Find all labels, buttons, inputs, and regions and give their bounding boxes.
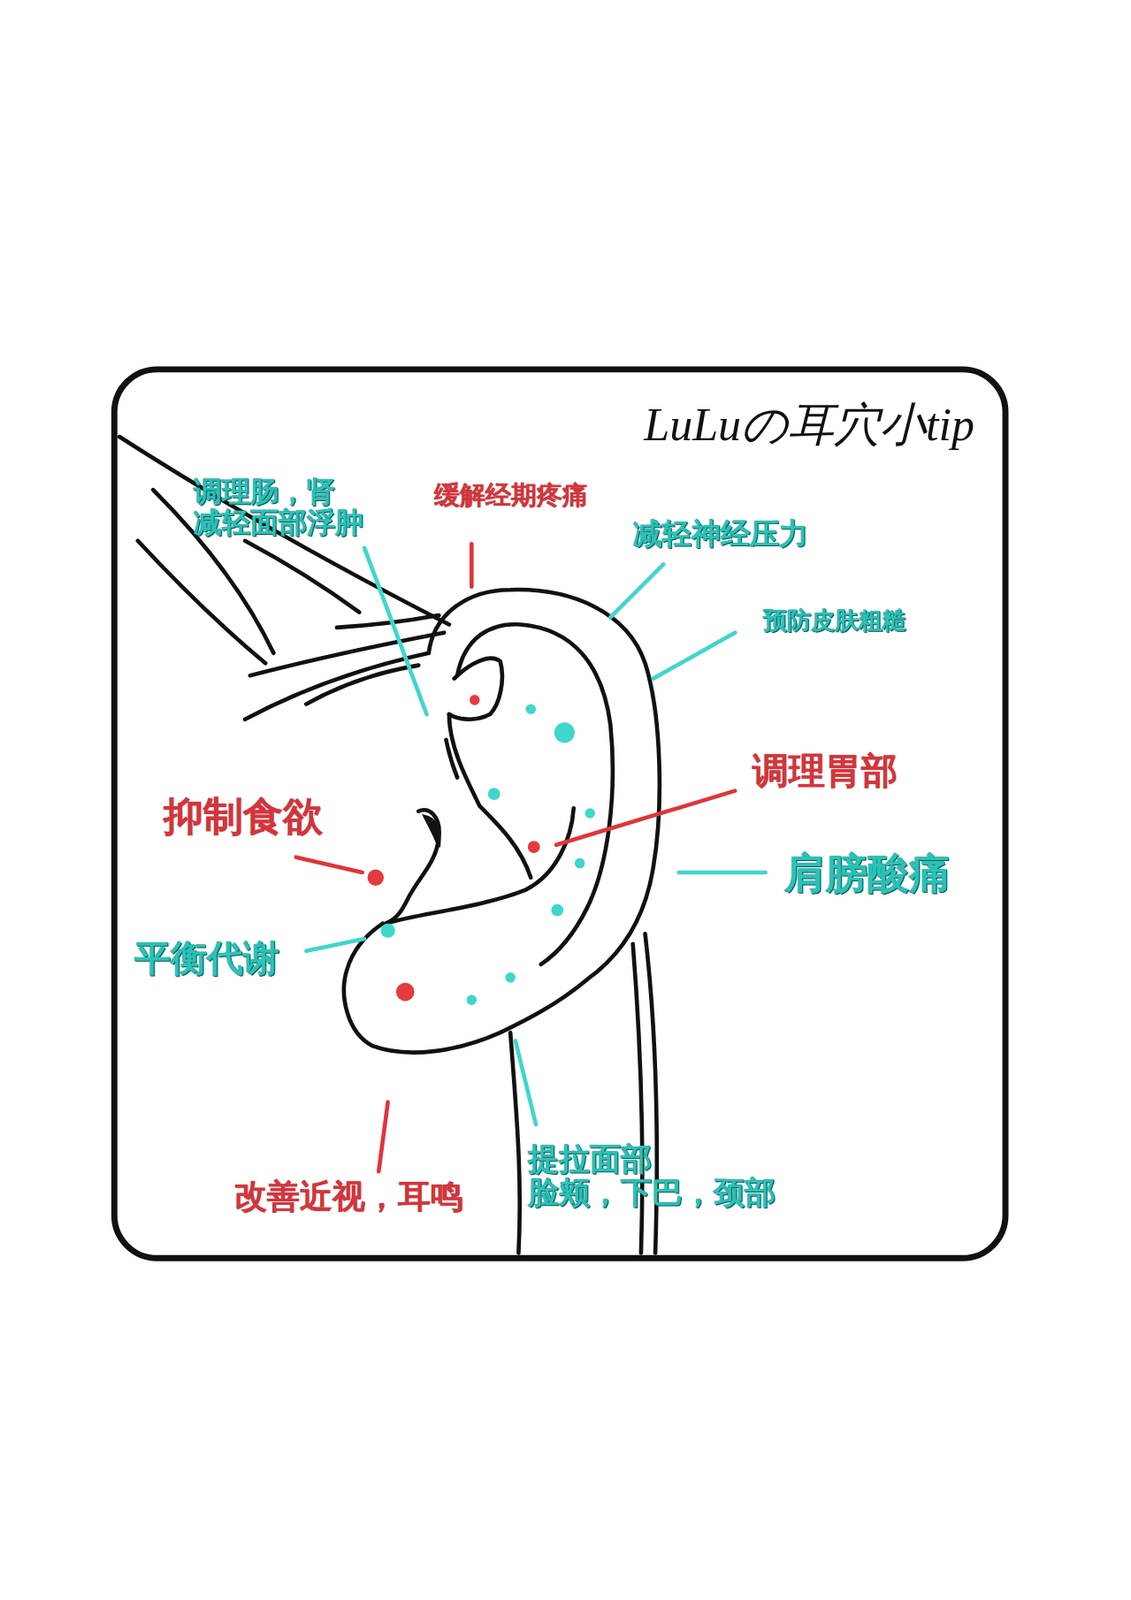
- antitragus: [385, 808, 574, 924]
- leader-line: [610, 564, 664, 618]
- acupoint-label: 肩膀酸痛: [784, 851, 951, 897]
- leader-line: [653, 633, 735, 680]
- hair-strand: [250, 633, 444, 676]
- hair-strand: [137, 541, 266, 665]
- acupoint-dot: [504, 972, 516, 984]
- acupoint-dot: [554, 722, 575, 743]
- acupoint-label: 调理肠，肾 减轻面部浮肿: [193, 476, 375, 538]
- leader-line: [679, 871, 766, 876]
- neck-line: [510, 1032, 520, 1254]
- hair-strand: [244, 541, 360, 613]
- leader-line: [364, 548, 427, 715]
- frame: [114, 369, 1006, 1259]
- tragus: [385, 810, 439, 924]
- acupoint-dot: [367, 869, 384, 886]
- acupoint-dot: [525, 703, 536, 715]
- acupoint-dot: [488, 787, 501, 801]
- acupoint-label: 调理胃部: [752, 751, 898, 791]
- leader-line: [378, 1102, 388, 1172]
- triangular-fossa: [449, 658, 503, 720]
- acupoint-dot: [466, 994, 478, 1006]
- hair-strand: [305, 665, 419, 705]
- leader-line: [296, 857, 363, 873]
- leader-line: [469, 543, 474, 587]
- hair-strand: [244, 653, 429, 720]
- hair-strand: [336, 615, 439, 628]
- antihelix: [449, 714, 531, 879]
- acupoint-label: 预防皮肤粗糙: [763, 607, 907, 634]
- acupoint-dot: [574, 858, 586, 870]
- acupoint-label: 平衡代谢: [134, 939, 280, 979]
- title: LuLuの耳穴小tip: [643, 399, 975, 451]
- acupoint-label: 缓解经期疼痛: [434, 481, 589, 510]
- acupoint-label: 改善近视，耳鸣: [234, 1179, 464, 1216]
- hair-strand: [119, 436, 450, 625]
- acupoint-dot: [584, 808, 596, 819]
- acupoint-label: 减轻神经压力: [633, 518, 809, 551]
- acupoint-dot: [469, 695, 481, 706]
- acupoint-dot: [396, 983, 415, 1002]
- acupoint-dot: [381, 924, 396, 939]
- ear-outline: [343, 589, 660, 1054]
- leader-line: [556, 791, 735, 846]
- intertragic-notch: [424, 816, 440, 848]
- acupoint-label: 抑制食欲: [163, 795, 323, 840]
- leader-line: [515, 1040, 536, 1125]
- acupoint-label: 提拉面部 脸颊，下巴，颈部: [527, 1143, 788, 1211]
- acupoint-dot: [550, 904, 564, 918]
- helix-inner: [457, 624, 613, 965]
- concha-line: [445, 740, 458, 779]
- leader-line: [305, 939, 365, 952]
- acupoint-dot: [527, 840, 541, 854]
